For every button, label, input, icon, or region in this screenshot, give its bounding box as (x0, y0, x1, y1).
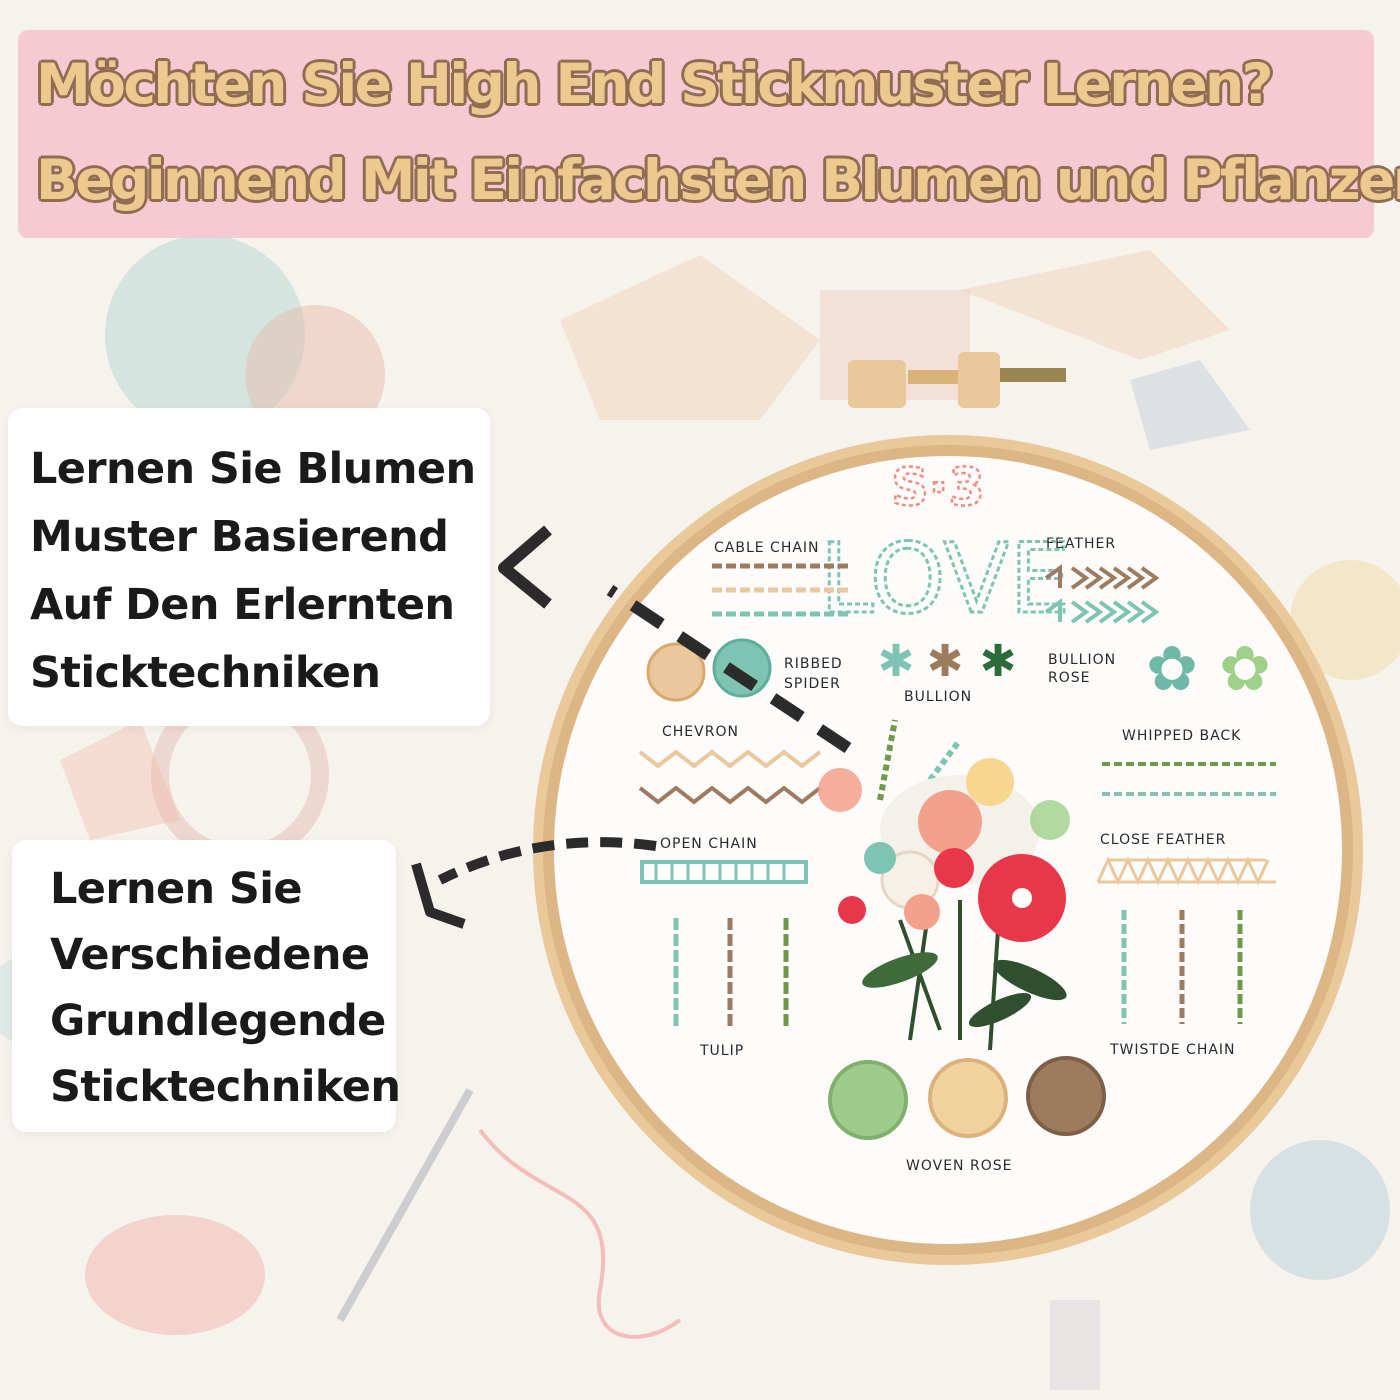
hoop-screw-neck (908, 370, 958, 384)
sock-shape (1130, 360, 1250, 450)
headline-line-2: Beginnend Mit Einfachsten Blumen und Pfl… (36, 148, 1400, 212)
label-bullion: BULLION (904, 689, 972, 705)
arrow-to-callout-1 (606, 585, 852, 753)
stitch-bullion-rose-green: ✿ (1219, 632, 1271, 705)
stitch-feather-row-1 (1044, 564, 1160, 590)
label-ribbed: RIBBED (784, 656, 843, 672)
stitch-open-chain (640, 860, 808, 884)
stitch-woven-rose-brown (1026, 1056, 1106, 1136)
header-banner (18, 30, 1374, 238)
stitch-bouquet (818, 719, 1070, 1051)
hoop-love-text: LOVE (820, 523, 1070, 635)
hoop-screw-thread (1000, 368, 1066, 382)
needle-shape (336, 1088, 474, 1322)
thread-curve (478, 1128, 682, 1339)
yarn-ball-blue (1250, 1140, 1390, 1280)
stitch-ribbed-spider-tan (646, 642, 706, 702)
label-tulip: TULIP (699, 1043, 744, 1059)
sweater-shape (560, 255, 820, 420)
stitch-open-chain-rungs (654, 862, 786, 882)
callout-1-line-2: Muster Basierend (30, 512, 449, 562)
label-bullion-rose-2: ROSE (1048, 670, 1090, 686)
stitch-bullion-star-brown: ✱ (927, 636, 964, 687)
sleeve-shape (960, 250, 1230, 360)
stitch-woven-rose-green (828, 1060, 908, 1140)
yarn-ball-teal (105, 235, 305, 435)
callout-basic-techniques: Lernen Sie Verschiedene Grundlegende Sti… (12, 840, 401, 1132)
callout-2-line-2: Verschiedene (50, 930, 370, 980)
callout-2-line-1: Lernen Sie (50, 864, 303, 914)
callout-1-line-4: Sticktechniken (30, 648, 381, 698)
arrow-to-callout-2 (437, 837, 657, 885)
arrowhead-callout-1 (498, 525, 552, 609)
label-cable-chain: CABLE CHAIN (714, 540, 820, 556)
headline-line-1: Möchten Sie High End Stickmuster Lernen? (36, 52, 1273, 116)
stitch-feather-row-2 (1044, 598, 1160, 624)
stitch-chevron-row-2 (638, 785, 822, 805)
hoop-badge-s3: S·3 (891, 458, 984, 518)
arrowhead-callout-2 (411, 862, 466, 929)
label-chevron: CHEVRON (662, 724, 739, 740)
hoop-screw-block-left (848, 360, 906, 408)
label-close-feather: CLOSE FEATHER (1100, 832, 1226, 848)
stitch-ribbed-spider-teal (712, 638, 772, 698)
label-whipped-back: WHIPPED BACK (1122, 728, 1241, 744)
label-spider: SPIDER (784, 676, 841, 692)
pincushion-shape (85, 1215, 265, 1335)
stitch-bullion-rose-teal: ✿ (1146, 632, 1198, 705)
stitch-chevron-row-1 (638, 749, 822, 769)
label-bullion-rose-1: BULLION (1048, 652, 1116, 668)
fabric-swatch (60, 720, 180, 840)
label-feather: FEATHER (1046, 536, 1116, 552)
stitch-bullion-star-teal: ✱ (878, 636, 915, 687)
stitch-bullion-star-green: ✱ (980, 636, 1017, 687)
yarn-ball-yellow (1290, 560, 1400, 680)
callout-flower-patterns: Lernen Sie Blumen Muster Basierend Auf D… (8, 408, 490, 726)
label-open-chain: OPEN CHAIN (660, 836, 758, 852)
spool-shape (1050, 1300, 1100, 1390)
stitch-woven-rose-tan (928, 1058, 1008, 1138)
callout-2-line-3: Grundlegende (50, 996, 386, 1046)
label-woven-rose: WOVEN ROSE (906, 1158, 1012, 1174)
callout-1-line-3: Auf Den Erlernten (30, 580, 455, 630)
hoop-screw-block-right (958, 352, 1000, 408)
callout-1-line-1: Lernen Sie Blumen (30, 444, 476, 494)
label-twisted-chain: TWISTDE CHAIN (1109, 1042, 1236, 1058)
stitch-close-feather (1096, 856, 1276, 886)
callout-2-line-4: Sticktechniken (50, 1062, 401, 1112)
